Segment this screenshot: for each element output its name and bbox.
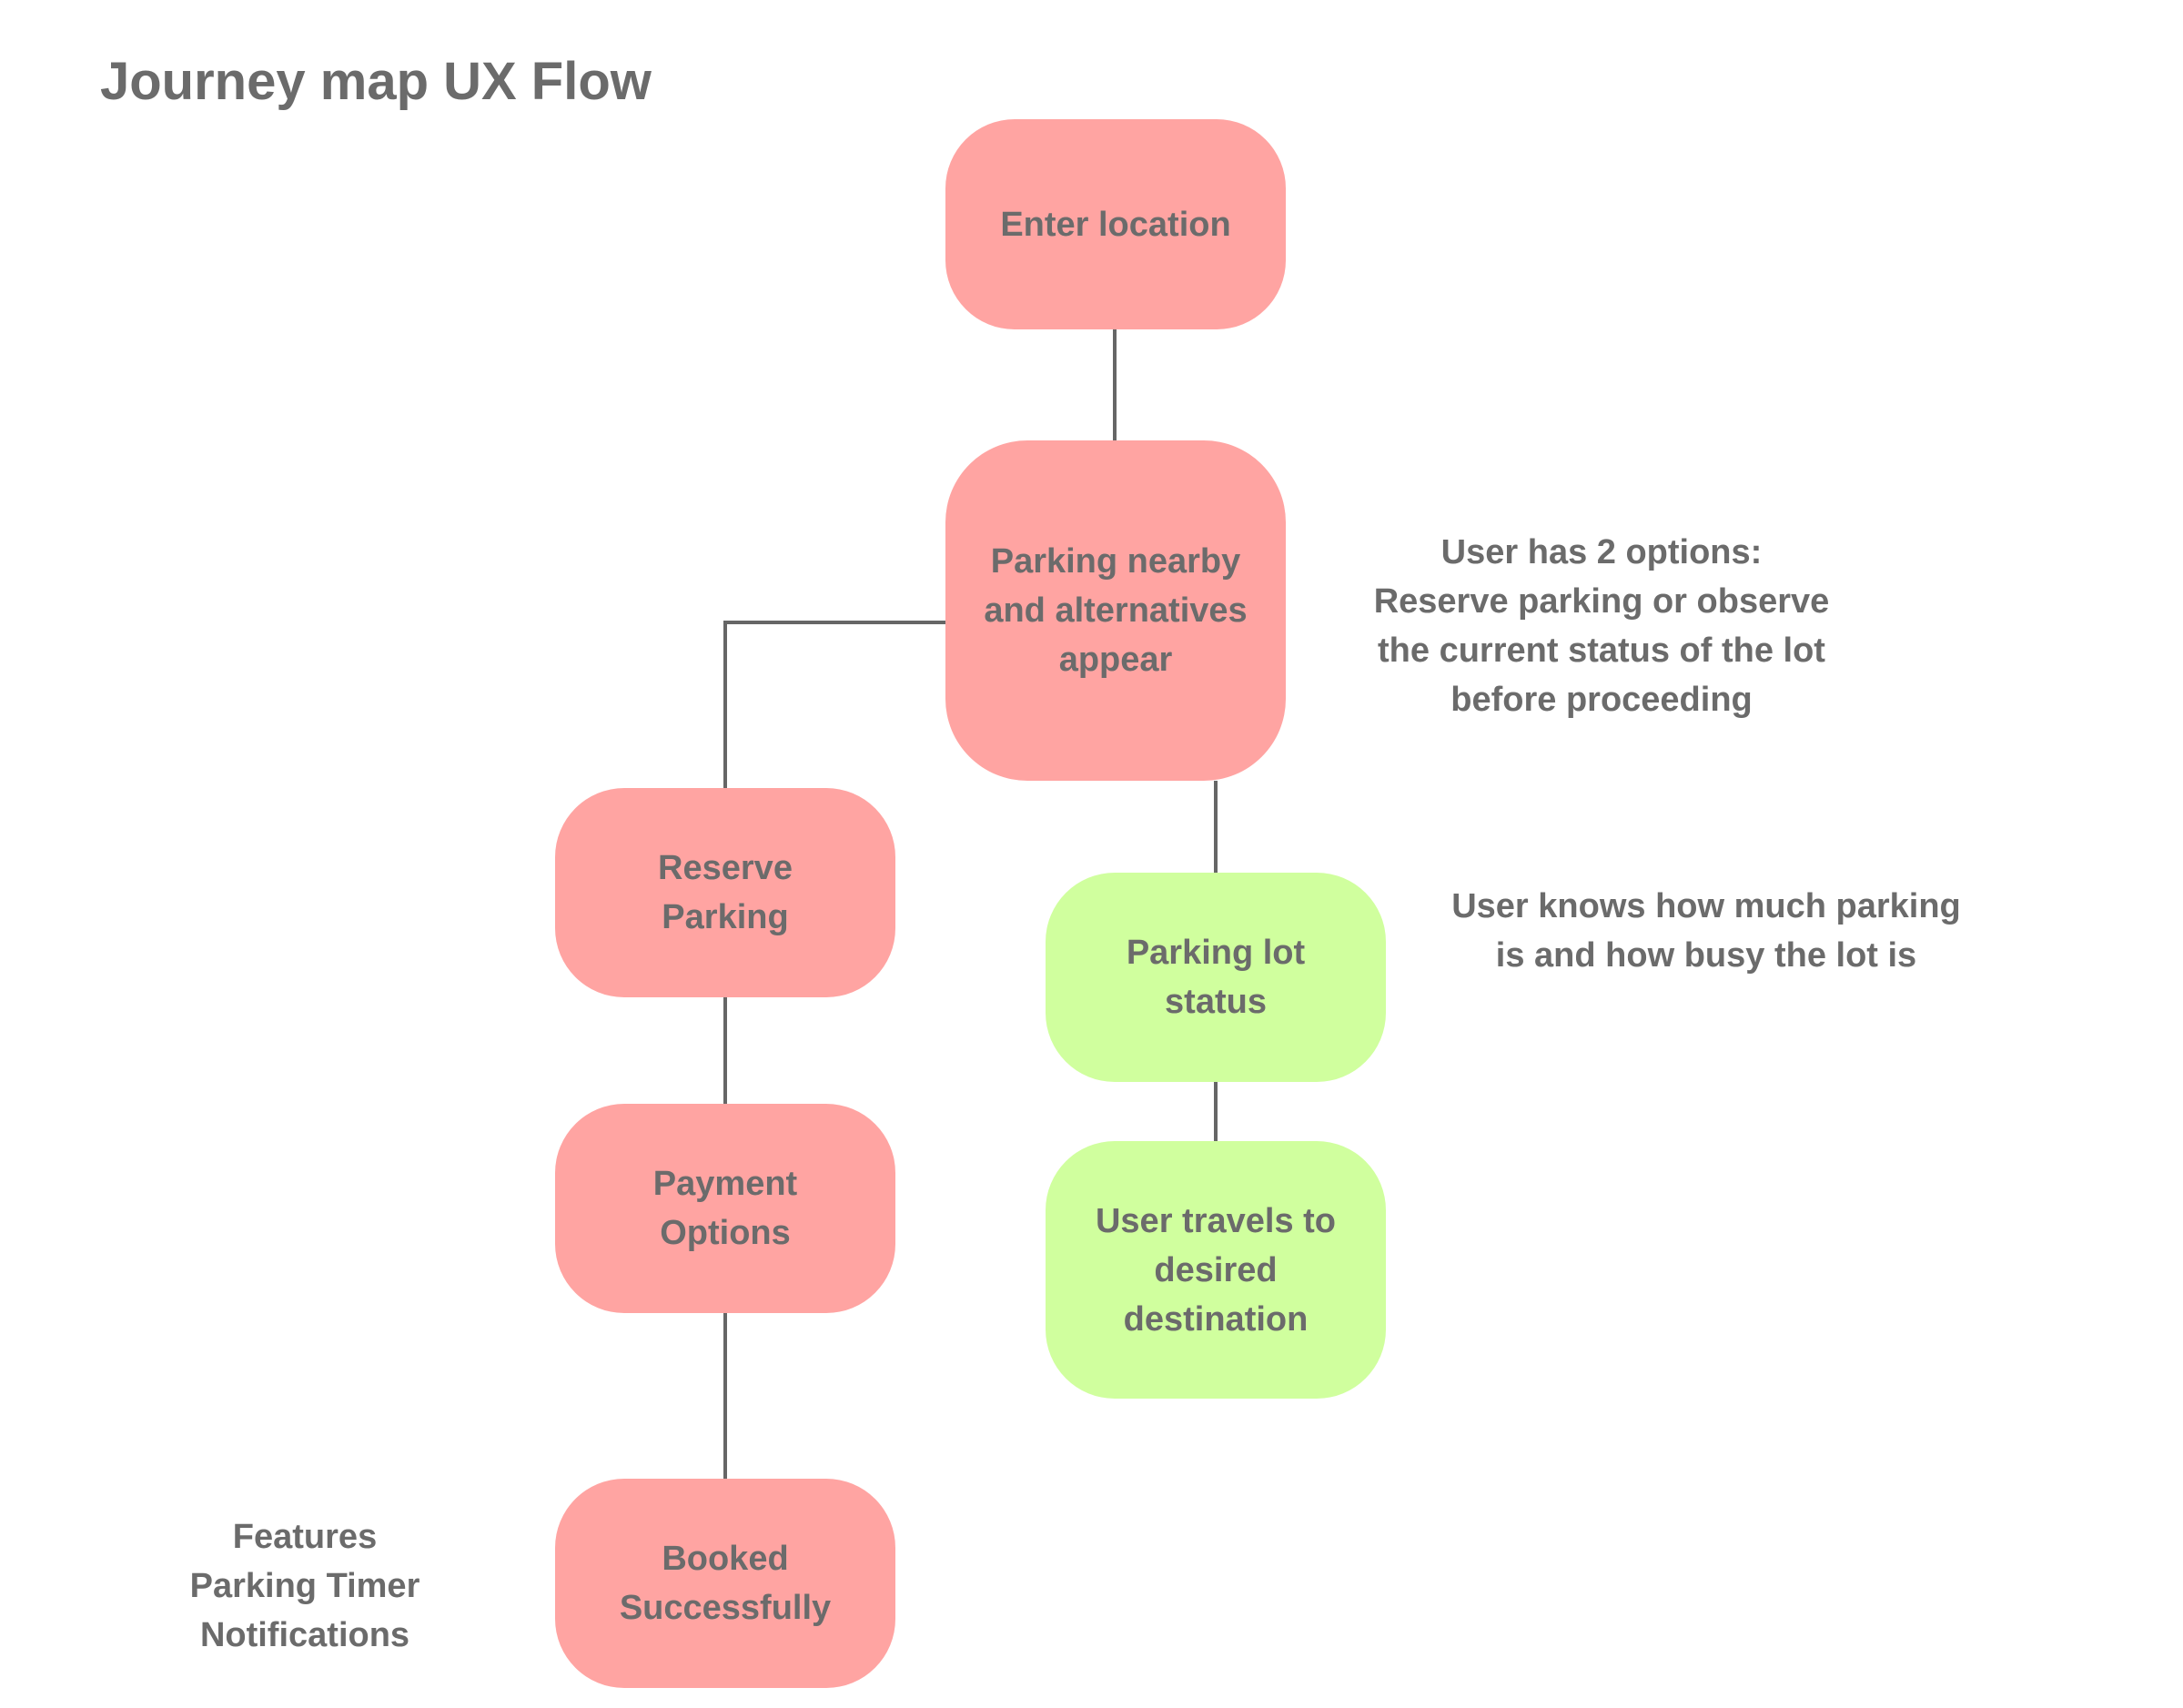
- node-enter-location-label: Enter location: [1000, 205, 1231, 244]
- node-user-travels: User travels to desired destination: [1046, 1141, 1386, 1399]
- node-parking-lot-status: Parking lot status: [1046, 873, 1386, 1082]
- node-payment-options-label: Payment Options: [652, 1165, 798, 1252]
- node-reserve-parking: Reserve Parking: [555, 788, 895, 997]
- node-booked-successfully-label: Booked Successfully: [619, 1540, 832, 1627]
- note-features: Features Parking Timer Notifications: [189, 1518, 420, 1654]
- node-enter-location: Enter location: [945, 119, 1286, 329]
- node-parking-nearby: Parking nearby and alternatives appear: [945, 440, 1286, 781]
- node-payment-options: Payment Options: [555, 1104, 895, 1313]
- note-lot-status: User knows how much parking is and how b…: [1451, 887, 1961, 975]
- diagram-title: Journey map UX Flow: [100, 52, 652, 111]
- node-reserve-parking-label: Reserve Parking: [658, 849, 793, 936]
- node-parking-lot-status-label: Parking lot status: [1126, 934, 1306, 1021]
- node-user-travels-label: User travels to desired destination: [1095, 1201, 1336, 1339]
- node-parking-nearby-label: Parking nearby and alternatives appear: [984, 542, 1248, 679]
- connector-parking-nearby-to-reserve: [723, 621, 946, 788]
- note-two-options: User has 2 options: Reserve parking or o…: [1373, 533, 1830, 719]
- node-booked-successfully: Booked Successfully: [555, 1479, 895, 1688]
